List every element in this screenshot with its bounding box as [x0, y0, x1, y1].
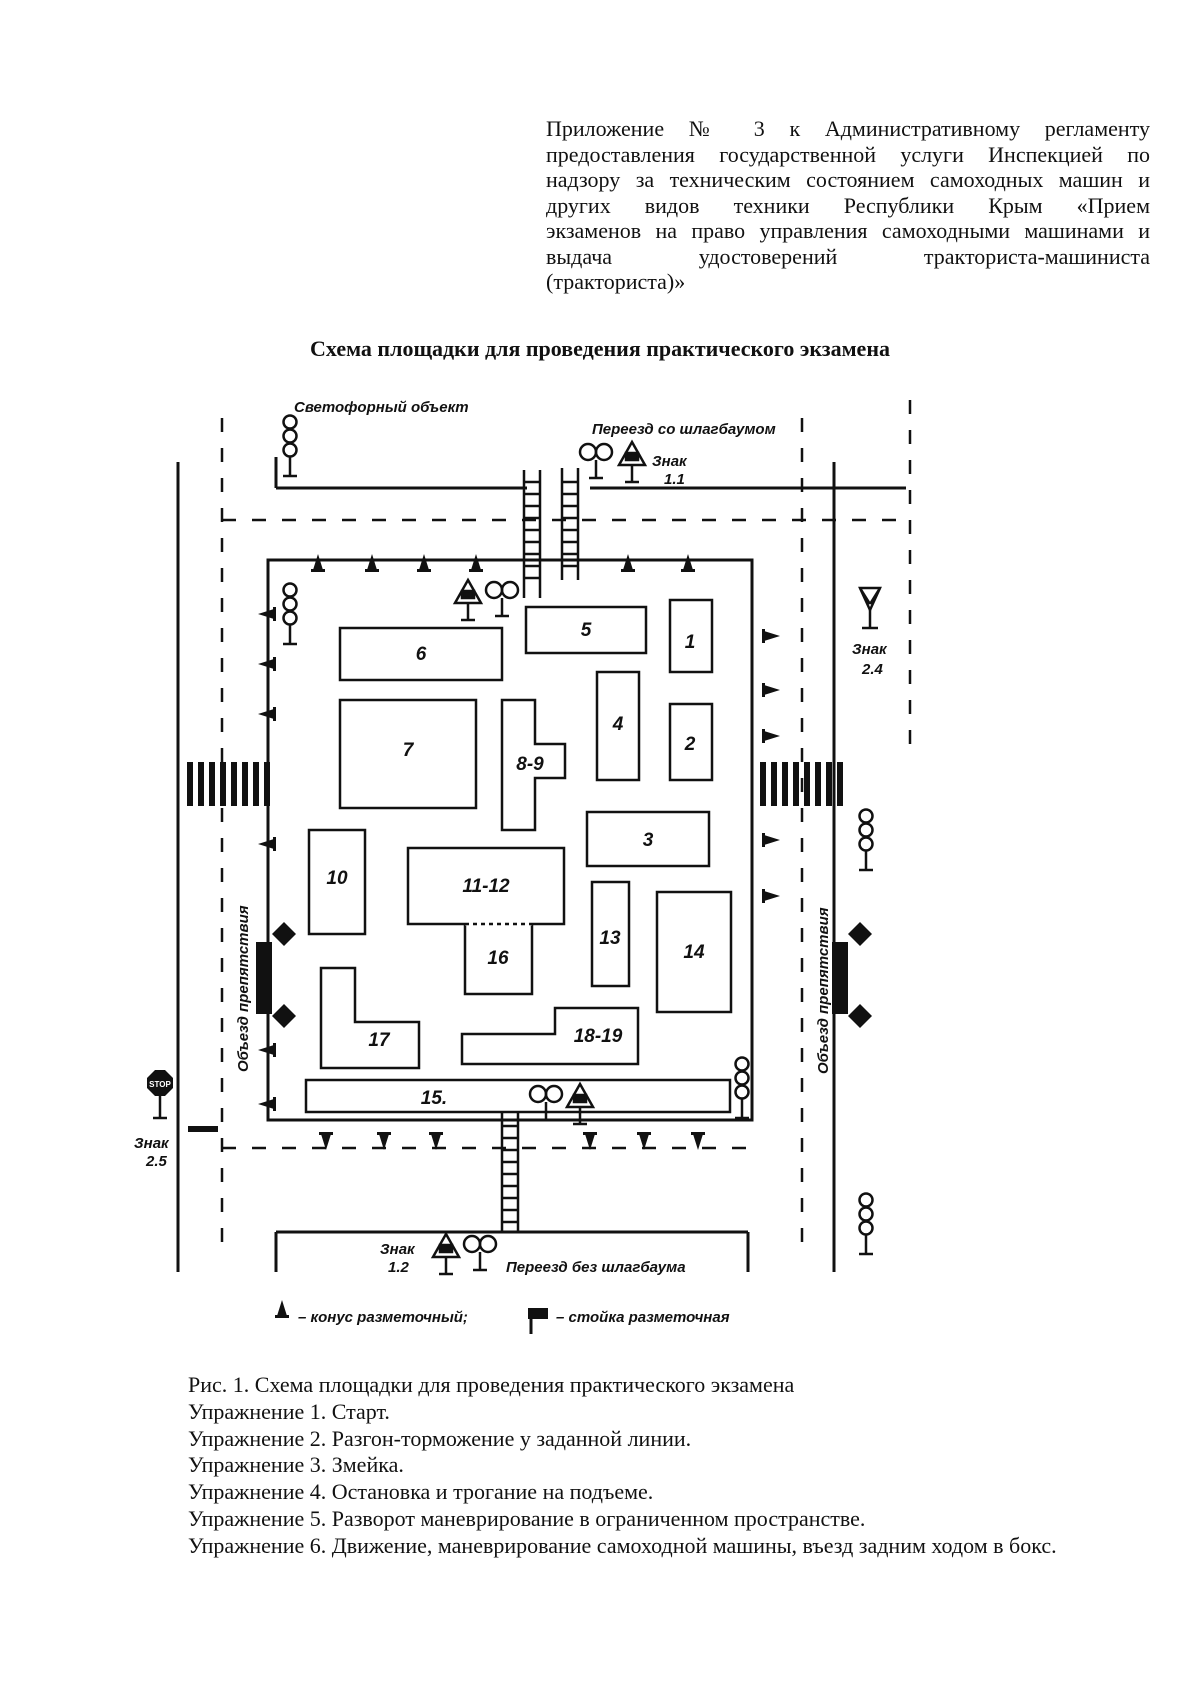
annex-header: Приложение № 3 к Административному регла…	[546, 116, 1150, 295]
zone-number: 18-19	[574, 1026, 623, 1047]
caption-line: Упражнение 2. Разгон-торможение у заданн…	[188, 1425, 692, 1451]
legend-post-label: – стойка разметочная	[556, 1309, 730, 1326]
figure-caption: Рис. 1. Схема площадки для проведения пр…	[188, 1372, 1057, 1560]
document-title: Схема площадки для проведения практическ…	[309, 336, 890, 361]
rail-crossing-bottom	[500, 1112, 520, 1232]
caption-line: Рис. 1. Схема площадки для проведения пр…	[188, 1372, 795, 1397]
zone-number: 6	[416, 644, 427, 665]
barrier-crossing-label: Переезд со шлагбаумом	[592, 421, 776, 438]
annex-line: надзору за техническим состоянием самохо…	[546, 167, 1150, 192]
traffic-light-icon	[733, 1056, 751, 1120]
caption-line: Упражнение 1. Старт.	[188, 1398, 390, 1424]
site-boundary	[266, 558, 754, 1122]
zebra-right	[760, 762, 843, 806]
annex-line: экзаменов на право управления самоходным…	[546, 218, 1150, 243]
zone-number: 13	[599, 928, 621, 949]
sign-label: Знак	[134, 1135, 170, 1152]
zone-number: 11-12	[462, 876, 510, 897]
sign-label: Знак	[852, 641, 888, 658]
traffic-light-icon	[281, 582, 299, 646]
stop-sign-text: STOP	[149, 1080, 171, 1089]
sign-label: 2.5	[145, 1153, 168, 1170]
annex-line: Приложение № 3 к Административному регла…	[546, 116, 1150, 141]
annex-line: (тракториста)»	[546, 269, 686, 294]
traffic-light-icon	[281, 414, 299, 478]
sign-label: 1.2	[388, 1259, 410, 1276]
annex-line: выдача удостоверений тракториста-машинис…	[546, 243, 1150, 269]
rail-crossing-top	[522, 468, 580, 598]
annex-line: других видов техники Республики Крым «Пр…	[546, 192, 1150, 218]
legend-cone-label: – конус разметочный;	[298, 1309, 468, 1326]
zone-number: 2	[684, 734, 696, 755]
marker-post-icon	[528, 1308, 548, 1334]
caption-line: Упражнение 5. Разворот маневрирование в …	[188, 1505, 866, 1531]
legend: – конус разметочный; – стойка разметочна…	[275, 1300, 730, 1334]
no-barrier-crossing-label: Переезд без шлагбаума	[506, 1259, 686, 1276]
barrier-icon	[462, 1234, 498, 1272]
obstacle-right	[832, 942, 848, 1014]
barrier-icon	[484, 580, 520, 618]
sign-label: Знак	[652, 453, 688, 470]
zone-number: 17	[368, 1030, 391, 1051]
warning-sign-icon	[565, 1082, 595, 1126]
barrier-icon	[528, 1084, 564, 1122]
cone-icon	[275, 1300, 289, 1318]
zone-number: 16	[487, 948, 509, 969]
yield-sign-icon	[858, 586, 882, 630]
cones	[258, 554, 780, 1150]
caption-line: Упражнение 3. Змейка.	[188, 1452, 404, 1478]
barrier-icon	[578, 442, 614, 480]
zone-number: 10	[326, 868, 348, 889]
zone-number: 15.	[421, 1088, 447, 1109]
caption-line: Упражнение 6. Движение, маневрирование с…	[188, 1532, 1057, 1558]
exam-site-scheme: 1 2 3 4 5 6 7 8-9 10 11-12 16 13 14 17 1…	[134, 399, 912, 1334]
caption-line: Упражнение 4. Остановка и трогание на по…	[188, 1479, 654, 1505]
warning-sign-icon	[617, 440, 647, 484]
sign-label: 2.4	[861, 661, 884, 678]
zebra-left	[187, 762, 270, 806]
lane-markings	[220, 400, 912, 1250]
zone-number: 4	[612, 714, 624, 735]
annex-line: предоставления государственной услуги Ин…	[546, 141, 1150, 167]
stop-sign-icon: STOP	[147, 1070, 173, 1120]
zone-number: 5	[581, 620, 592, 641]
traffic-light-object-label: Светофорный объект	[294, 399, 469, 416]
zone-number: 8-9	[516, 754, 544, 775]
zone-number: 7	[403, 740, 415, 761]
road-lines	[176, 457, 906, 1272]
traffic-light-icon	[857, 808, 875, 872]
obstacle-left	[256, 942, 272, 1014]
warning-sign-icon	[453, 578, 483, 622]
zone-number: 1	[685, 632, 696, 653]
warning-sign-icon	[431, 1232, 461, 1276]
zone-number: 3	[643, 830, 654, 851]
traffic-light-icon	[857, 1192, 875, 1256]
obstacle-detour-label: Объезд препятствия	[235, 905, 252, 1072]
sign-label: Знак	[380, 1241, 416, 1258]
sign-label: 1.1	[664, 471, 685, 488]
zone-number: 14	[683, 942, 705, 963]
obstacle-detour-label: Объезд препятствия	[815, 907, 832, 1074]
